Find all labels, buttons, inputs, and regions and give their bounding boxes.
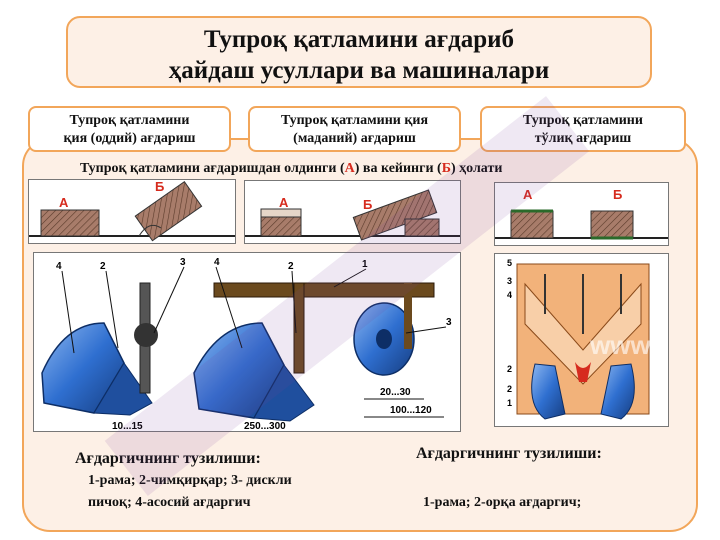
dimension-label: 100...120: [390, 405, 432, 416]
category-label: тўлиқ ағдариш: [534, 131, 632, 146]
plow-part-number: 4: [56, 261, 62, 272]
plow-part-number: 4: [214, 257, 220, 268]
frame-part-number: 2: [507, 364, 512, 374]
watermark-text: www.L: [589, 330, 669, 360]
plow-part-number: 3: [446, 317, 452, 328]
category-full-turn: Тупроқ қатламини тўлиқ ағдариш: [480, 106, 686, 152]
frame-part-number: 5: [507, 258, 512, 268]
caption-left-title: Ағдаргичнинг тузилиши:: [75, 450, 261, 467]
category-cultural-inclined: Тупроқ қатламини қия (маданий) ағдариш: [248, 106, 461, 152]
plow-part-number: 3: [180, 257, 186, 268]
caption-left-text: 1-рама; 2-чимқирқар; 3- дискли пичоқ; 4-…: [88, 473, 292, 510]
label-a: А: [279, 195, 289, 210]
plow-part-number: 1: [362, 259, 368, 270]
label-b: Б: [613, 187, 622, 202]
caption-right-title: Ағдаргичнинг тузилиши:: [416, 445, 602, 462]
plow-part-number: 2: [100, 261, 106, 272]
subtitle: Тупроқ қатламини ағдаришдан олдинги (А) …: [80, 161, 503, 176]
frame-top-view: 5 3 4 2 2 1 www.L: [494, 253, 669, 427]
category-label: Тупроқ қатламини: [523, 113, 643, 128]
label-b: Б: [363, 197, 372, 212]
dimension-label: 20...30: [380, 387, 411, 398]
frame-part-number: 2: [507, 384, 512, 394]
category-label: (маданий) ағдариш: [293, 131, 416, 146]
label-a: А: [59, 195, 69, 210]
frame-part-number: 3: [507, 276, 512, 286]
page-title: Тупроқ қатламини ағдариб ҳайдаш усуллари…: [66, 16, 652, 88]
dimension-label: 10...15: [112, 421, 143, 432]
label-b: Б: [155, 180, 164, 194]
frame-part-number: 1: [507, 398, 512, 408]
state-figure-cultural: А Б: [244, 180, 461, 244]
caption-right-text: 1-рама; 2-орқа ағдаргич;: [423, 495, 582, 510]
state-figure-simple: А Б: [28, 179, 236, 244]
plow-part-number: 2: [288, 261, 294, 272]
frame-part-number: 4: [507, 290, 512, 300]
category-label: қия (оддий) ағдариш: [63, 131, 196, 146]
dimension-label: 250...300: [244, 421, 286, 432]
title-line-2: ҳайдаш усуллари ва машиналари: [168, 57, 550, 84]
category-label: Тупроқ қатламини қия: [280, 113, 429, 128]
label-a: А: [523, 187, 533, 202]
category-simple-inclined: Тупроқ қатламини қия (оддий) ағдариш: [28, 106, 231, 152]
state-figure-full: А Б: [494, 182, 669, 246]
category-label: Тупроқ қатламини: [69, 113, 190, 128]
plow-illustration: 4 2 3 4 2 1 3 20...30 100...120 10...15 …: [33, 252, 461, 432]
title-line-1: Тупроқ қатламини ағдариб: [203, 26, 515, 53]
